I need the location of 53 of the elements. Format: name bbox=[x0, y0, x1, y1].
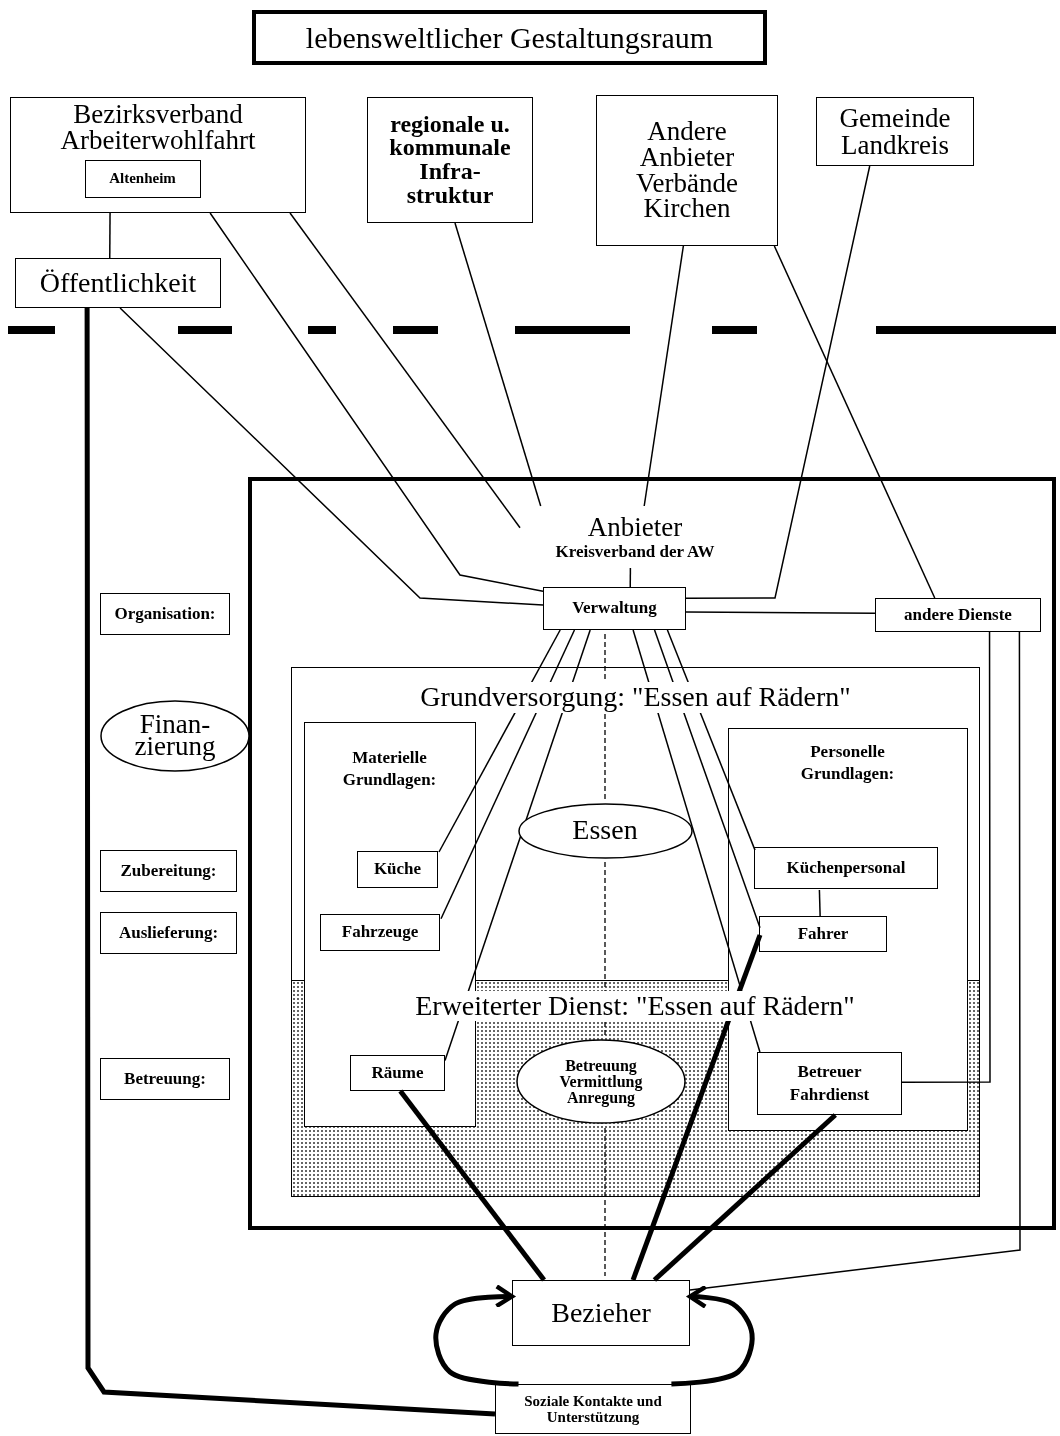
connector-line bbox=[685, 165, 871, 599]
connector-line bbox=[643, 245, 685, 507]
connector-line bbox=[109, 212, 111, 259]
connector-line bbox=[209, 212, 544, 593]
connector-line bbox=[630, 934, 763, 1281]
administration-box bbox=[543, 587, 686, 630]
services-box bbox=[875, 598, 1041, 632]
infrastructure-box bbox=[367, 97, 533, 223]
staff-box bbox=[757, 1052, 902, 1115]
category-box bbox=[100, 912, 237, 954]
resource-box bbox=[320, 914, 440, 951]
arrow bbox=[433, 1284, 519, 1387]
ellipse-label: Essen bbox=[571, 815, 639, 846]
category-box bbox=[100, 850, 237, 892]
connector-line bbox=[629, 567, 632, 588]
staff-box bbox=[754, 847, 938, 889]
connector-line bbox=[652, 1113, 837, 1282]
category-box bbox=[100, 593, 230, 635]
connector-line bbox=[440, 629, 576, 920]
connector-line bbox=[773, 245, 936, 599]
public-box bbox=[15, 258, 221, 308]
connector-line bbox=[818, 889, 821, 918]
box-label: Küchenpersonal bbox=[784, 858, 908, 878]
organization-box bbox=[10, 97, 306, 213]
service-panel bbox=[291, 667, 980, 1197]
recipient-box bbox=[512, 1280, 690, 1346]
arrow bbox=[671, 1284, 755, 1387]
facility-box bbox=[84, 159, 201, 198]
connector-line bbox=[438, 629, 561, 853]
connector-line bbox=[444, 629, 591, 1062]
provider-box bbox=[596, 95, 778, 246]
connector-line bbox=[901, 631, 991, 1083]
connector-line bbox=[666, 629, 756, 851]
box-label: Verwaltung bbox=[570, 599, 659, 618]
box-label: Fahrzeuge bbox=[339, 923, 421, 942]
connector-line bbox=[454, 222, 542, 507]
connector-line bbox=[289, 212, 521, 529]
staff-box bbox=[759, 916, 887, 952]
category-box bbox=[100, 1058, 230, 1100]
provider-frame bbox=[248, 477, 1056, 1230]
connector-line bbox=[398, 1089, 547, 1282]
connector-line bbox=[689, 631, 1021, 1291]
connector-line bbox=[84, 308, 496, 1417]
resource-box bbox=[357, 851, 438, 888]
support-box bbox=[495, 1384, 691, 1434]
title-box bbox=[252, 10, 767, 65]
resource-box bbox=[350, 1055, 445, 1091]
connector-line bbox=[119, 307, 544, 606]
municipality-box bbox=[816, 97, 974, 166]
connector-line bbox=[632, 629, 761, 1053]
connector-line bbox=[685, 611, 876, 615]
ellipse-label: Betreuung Vermittlung Anregung bbox=[558, 1057, 644, 1106]
connector-line bbox=[653, 629, 761, 929]
